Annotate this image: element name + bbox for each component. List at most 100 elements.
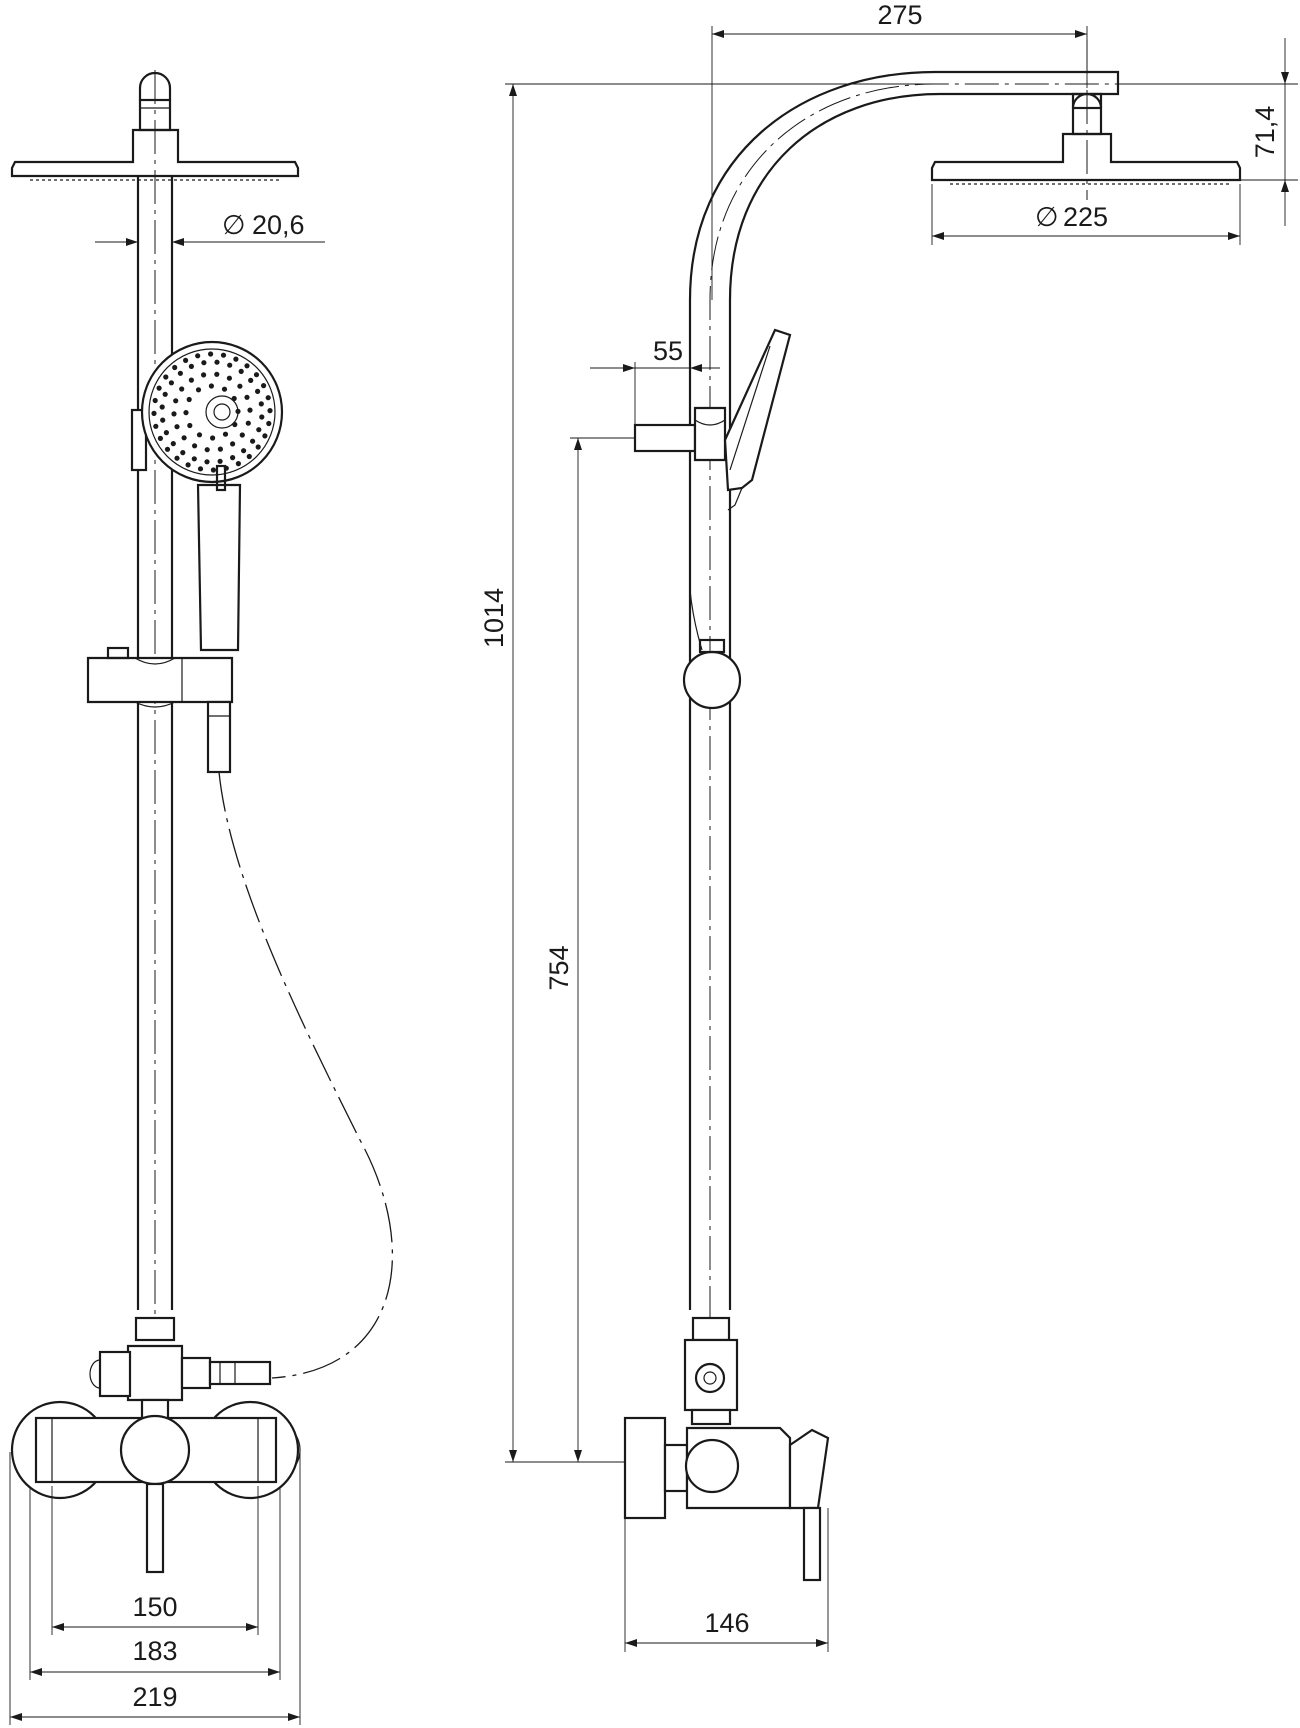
nozzle-dot (177, 370, 183, 376)
nozzle-dot (239, 432, 245, 438)
nozzle-dot (217, 458, 223, 464)
nozzle-dot (201, 360, 207, 366)
front-diverter (89, 1316, 272, 1422)
nozzle-dot (195, 353, 201, 359)
nozzle-dot (188, 377, 194, 383)
nozzle-dot (179, 386, 185, 392)
nozzle-dot (226, 375, 232, 381)
nozzle-dot (180, 450, 186, 456)
head-diameter-symbol: ∅ (1035, 202, 1059, 232)
nozzle-dot (164, 446, 171, 452)
width-219-label: 219 (132, 1682, 177, 1712)
front-mixer (10, 1400, 301, 1574)
nozzle-dot (204, 447, 210, 453)
nozzle-dot (248, 377, 254, 383)
nozzle-dot (214, 359, 220, 365)
nozzle-dot (261, 383, 267, 389)
pipe-diameter-symbol: ∅ (222, 210, 246, 240)
front-hand-shower (130, 340, 284, 652)
nozzle-dot (244, 394, 250, 400)
nozzle-dot (232, 421, 238, 428)
total-height-label: 1014 (479, 588, 509, 648)
front-view: ∅ 20,6 150 183 219 (9, 70, 394, 1725)
holder-height-label: 754 (544, 945, 574, 990)
nozzle-dot (262, 433, 268, 439)
dim-pipe-diameter: ∅ 20,6 (95, 210, 325, 246)
nozzle-dot (192, 443, 198, 449)
spacing-150-label: 150 (132, 1592, 177, 1622)
nozzle-dot (173, 398, 179, 404)
nozzle-dot (208, 383, 214, 389)
holder-offset-label: 55 (653, 336, 683, 366)
nozzle-dot (259, 414, 265, 420)
nozzle-dot (195, 387, 202, 393)
nozzle-dot (223, 465, 229, 471)
nozzle-dot (253, 372, 260, 378)
nozzle-dot (185, 462, 191, 468)
mixer-depth-label: 146 (704, 1608, 749, 1638)
nozzle-dot (201, 372, 207, 378)
nozzle-dot (159, 404, 165, 410)
nozzle-dot (183, 410, 189, 416)
nozzle-dot (186, 396, 192, 403)
nozzle-pattern (151, 351, 273, 473)
nozzle-dot (258, 401, 264, 407)
head-diameter-label: 225 (1063, 202, 1108, 232)
nozzle-dot (153, 423, 159, 429)
front-shower-head (10, 128, 300, 181)
nozzle-dot (196, 432, 203, 438)
nozzle-dot (230, 455, 236, 461)
nozzle-dot (187, 422, 193, 429)
nozzle-dot (238, 368, 244, 374)
side-shower-head (930, 40, 1242, 200)
pipe-diameter-label: 20,6 (252, 210, 305, 240)
side-mixer (623, 1416, 830, 1582)
nozzle-dot (168, 380, 174, 386)
head-offset-label: 71,4 (1250, 106, 1280, 159)
nozzle-dot (247, 407, 253, 413)
dim-holder-height: 754 (544, 437, 635, 1463)
nozzle-dot (250, 438, 256, 444)
nozzle-dot (160, 417, 166, 423)
side-diverter (683, 1316, 739, 1426)
dim-mixer-depth: 146 (624, 1508, 829, 1652)
nozzle-dot (181, 435, 187, 441)
nozzle-dot (163, 430, 169, 436)
side-slider-knob (682, 638, 742, 710)
front-slider-bracket (86, 646, 234, 774)
nozzle-dot (244, 363, 250, 369)
nozzle-dot (152, 397, 158, 404)
side-view: 275 71,4 ∅ 225 55 (479, 0, 1298, 1652)
nozzle-dot (256, 427, 262, 433)
nozzle-dot (188, 363, 194, 369)
arm-length-label: 275 (877, 0, 922, 30)
nozzle-dot (204, 459, 210, 465)
nozzle-dot (237, 383, 243, 389)
nozzle-dot (245, 420, 251, 426)
nozzle-dot (183, 357, 189, 363)
dim-arm-length: 275 (711, 0, 1088, 300)
nozzle-dot (246, 453, 252, 460)
nozzle-dot (266, 420, 272, 427)
nozzle-dot (170, 441, 176, 447)
front-hose (218, 771, 394, 1379)
nozzle-dot (214, 371, 220, 377)
nozzle-dot (156, 385, 162, 391)
nozzle-dot (174, 455, 180, 461)
nozzle-dot (151, 410, 157, 416)
nozzle-dot (241, 448, 247, 454)
nozzle-dot (210, 435, 216, 441)
dim-bottom-widths: 150 183 219 (9, 1452, 301, 1725)
nozzle-dot (210, 467, 216, 473)
dim-head-diameter: ∅ 225 (931, 184, 1241, 245)
nozzle-dot (217, 446, 223, 452)
nozzle-dot (230, 441, 236, 447)
nozzle-dot (265, 395, 271, 401)
dim-holder-offset: 55 (590, 336, 720, 425)
side-curved-arm (688, 70, 1140, 1320)
nozzle-dot (174, 424, 180, 430)
nozzle-dot (157, 435, 163, 441)
nozzle-dot (231, 395, 237, 402)
nozzle-dot (235, 408, 241, 414)
nozzle-dot (235, 461, 241, 467)
